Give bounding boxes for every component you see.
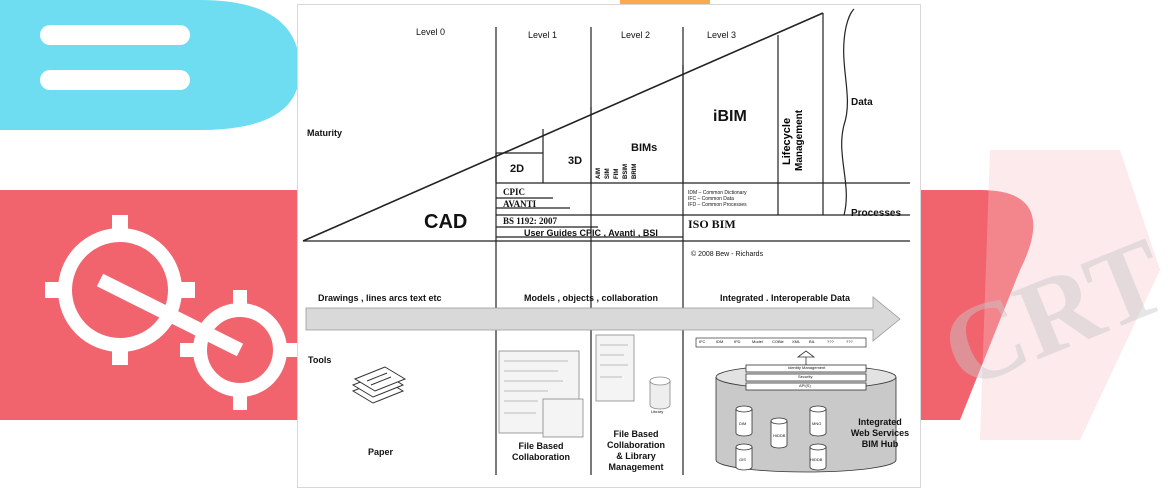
bs1192-label: BS 1192: 2007 (503, 216, 558, 226)
hub-databases (735, 405, 827, 471)
db-label-5: HIDDB (810, 457, 823, 462)
library-mgmt-line-2: Collaboration (607, 440, 665, 450)
hub-row-4: Model (752, 339, 763, 344)
hub-line-3: BIM Hub (861, 439, 899, 449)
diagram-lines (302, 8, 910, 475)
integrated-band-label: Integrated . Interoperable Data (720, 293, 851, 303)
gear-icon (30, 210, 300, 410)
bims-sub-4: BSIM (623, 164, 629, 179)
avanti-label: AVANTI (503, 199, 537, 209)
3d-label: 3D (568, 155, 583, 167)
hub-line-2: Web Services (850, 428, 910, 438)
paper-stack-icon (351, 366, 407, 404)
bims-sub-5: BRIM (632, 163, 638, 179)
hub-row-3: IFD (734, 339, 741, 344)
bims-sub-1: AIM (596, 168, 602, 179)
library-mgmt-caption: File Based Collaboration & Library Manag… (596, 429, 676, 473)
hub-row-7: BIL (809, 339, 816, 344)
hub-row-1: IFC (699, 339, 706, 344)
bim-hub-icon (715, 350, 897, 473)
hub-layer-3: API(S) (799, 383, 811, 388)
cpic-label: CPIC (503, 187, 525, 197)
db-label-2: HIDDB (773, 433, 786, 438)
library-label: Library (651, 409, 664, 414)
hub-caption: Integrated Web Services BIM Hub (844, 417, 916, 450)
db-label-4: GIS (739, 457, 746, 462)
lifecycle-label: Lifecycle (781, 117, 793, 165)
level-1-label: Level 1 (528, 30, 558, 40)
library-document-icon (595, 334, 671, 410)
hub-standards-row (695, 337, 867, 348)
2d-label: 2D (510, 163, 525, 175)
idm-label: IDM – Common Dictionary (688, 190, 747, 196)
cad-label: CAD (424, 211, 468, 233)
bims-sub-3: FIM (614, 168, 620, 179)
paper-caption: Paper (368, 447, 394, 457)
level-0-label: Level 0 (416, 27, 446, 37)
management-label: Management (794, 109, 805, 171)
library-mgmt-line-3: & Library (616, 451, 656, 461)
drawings-band-label: Drawings , lines arcs text etc (318, 293, 442, 303)
maturity-label: Maturity (307, 128, 343, 138)
models-band-label: Models , objects , collaboration (524, 293, 659, 303)
hub-row-6: XML (792, 339, 801, 344)
hub-row-5: COBie (772, 339, 784, 344)
watermark-cyan-shape (0, 0, 300, 150)
hub-row-2: IDM (716, 339, 724, 344)
ifc-label: IFC – Common Data (688, 196, 734, 202)
ibim-label: iBIM (713, 108, 747, 125)
processes-label: Processes (851, 208, 902, 219)
hub-row-9: ??? (846, 339, 853, 344)
level-2-label: Level 2 (621, 30, 651, 40)
iso-bim-label: ISO BIM (688, 217, 736, 231)
file-based-line-1: File Based (518, 441, 564, 451)
file-based-line-2: Collaboration (512, 452, 570, 462)
hub-layer-1: Identity Management (788, 365, 826, 370)
hub-line-1: Integrated (858, 417, 902, 427)
bims-label: BIMs (631, 142, 658, 154)
db-label-1: DIM (739, 421, 747, 426)
level-3-label: Level 3 (707, 30, 737, 40)
hub-layer-2: Security (798, 374, 813, 379)
copyright-label: © 2008 Bew - Richards (691, 251, 764, 258)
data-label: Data (851, 97, 873, 108)
db-label-3: MNG (812, 421, 822, 426)
user-guides-label: User Guides CPIC , Avanti , BSI (524, 228, 658, 238)
ifd-label: IFD – Common Processes (688, 202, 747, 208)
bims-sub-2: SIM (605, 168, 611, 179)
file-based-caption: File Based Collaboration (501, 441, 581, 463)
document-thumbnails-icon (498, 350, 584, 438)
library-mgmt-line-1: File Based (613, 429, 659, 439)
tools-label: Tools (308, 355, 332, 365)
bim-maturity-diagram: Level 0 Level 1 Level 2 Level 3 Maturity… (297, 4, 921, 488)
hub-row-8: ??? (827, 339, 834, 344)
library-mgmt-line-4: Management (608, 462, 664, 472)
